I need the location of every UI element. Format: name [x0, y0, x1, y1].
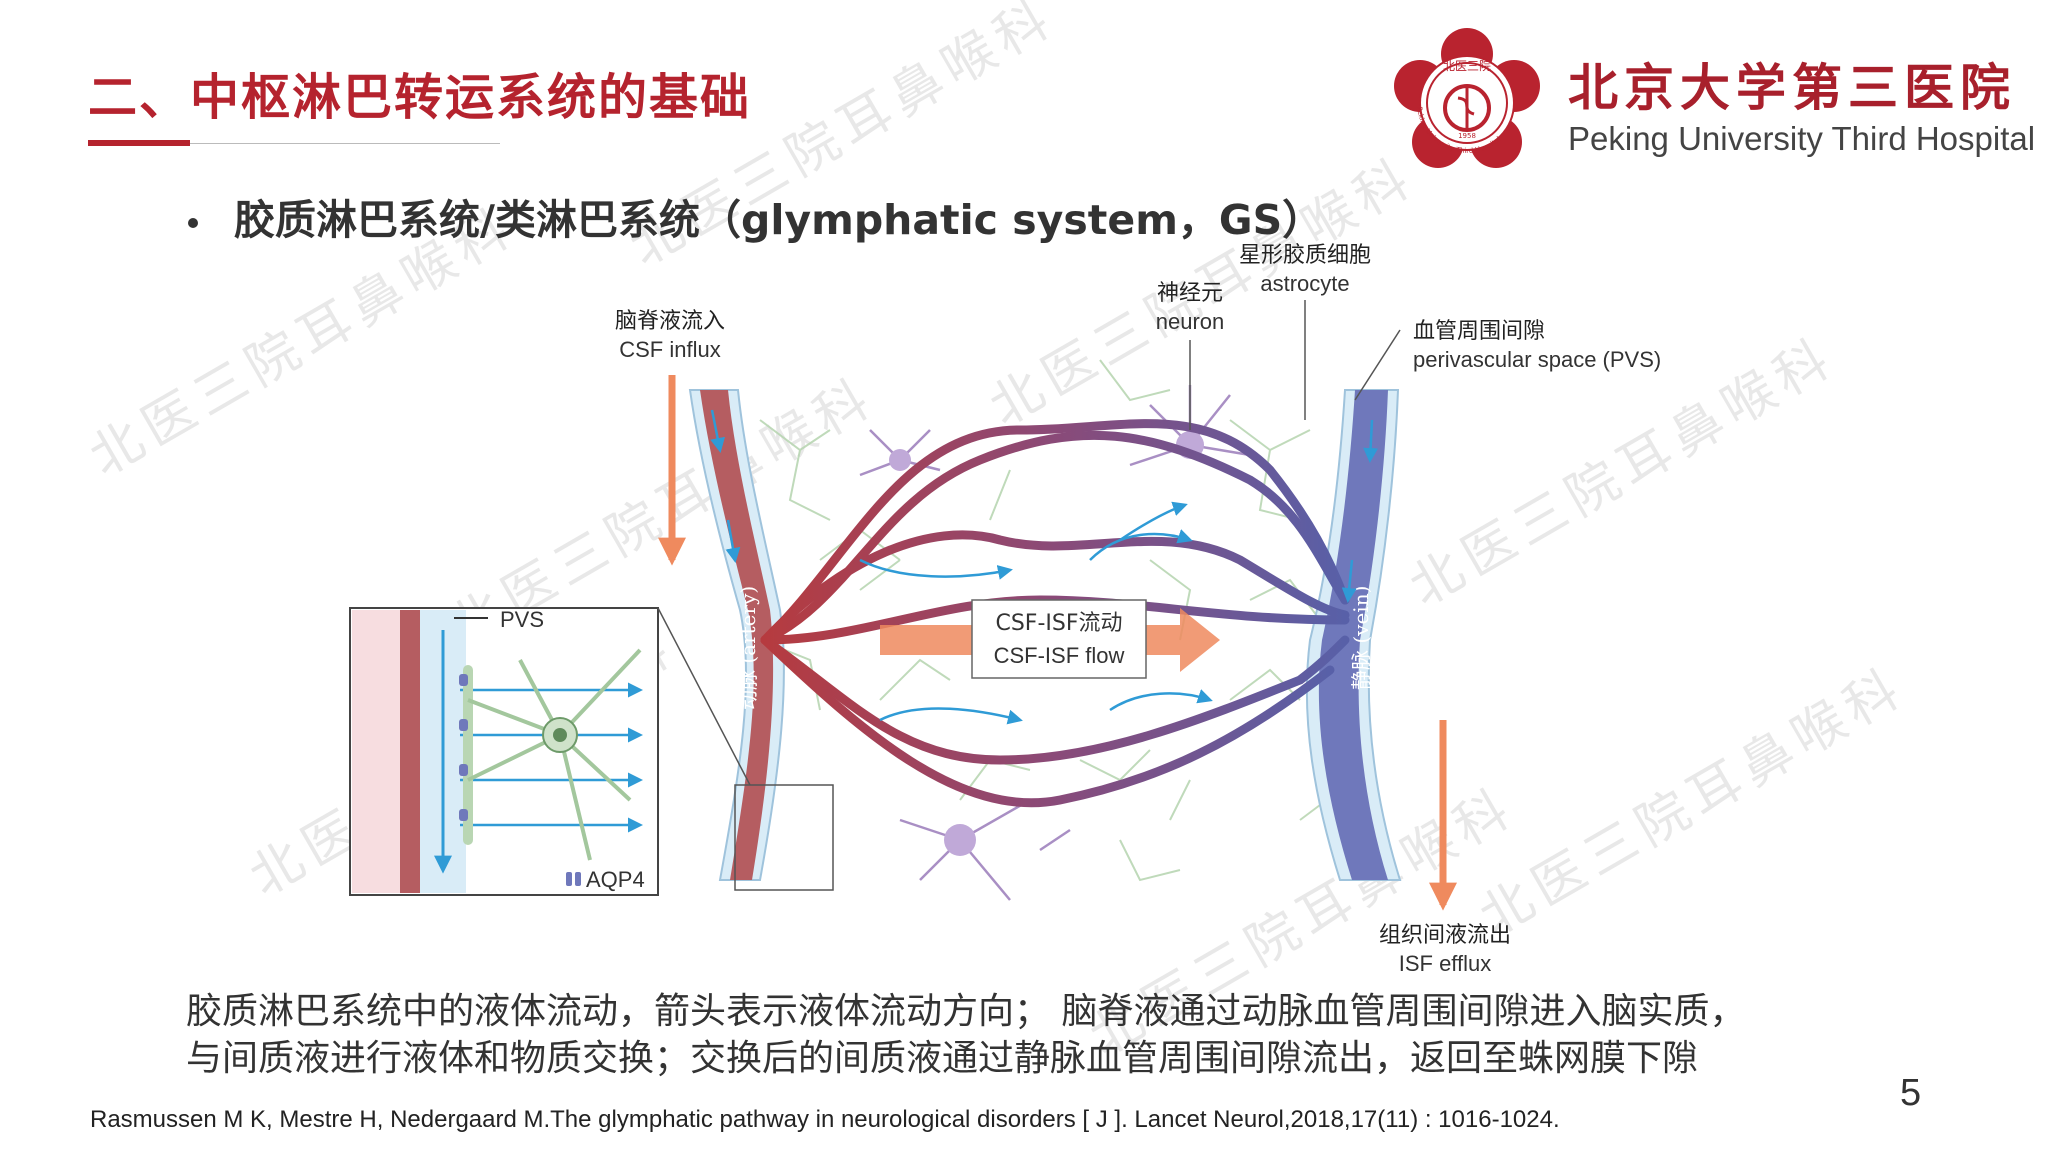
neuron-cn: 神经元 [1156, 281, 1223, 306]
neuron-en: neuron [1155, 308, 1225, 334]
title-underline [88, 140, 190, 146]
inset-astrocyte [467, 648, 642, 861]
title-divider [190, 143, 500, 144]
label-astrocyte: 星形胶质细胞 astrocyte [1225, 242, 1385, 297]
logo-year: 1958 [1458, 132, 1476, 140]
artery [700, 390, 774, 880]
label-neuron: 神经元 neuron [1130, 280, 1250, 335]
figure-caption: 胶质淋巴系统中的液体流动，箭头表示液体流动方向； 脑脊液通过动脉血管周围间隙进入… [186, 988, 1745, 1082]
astrocyte-en: astrocyte [1260, 270, 1350, 296]
flow-label-cn: CSF-ISF流动 [995, 611, 1122, 636]
inset-vessel [400, 610, 420, 893]
label-pvs: 血管周围间隙 perivascular space (PVS) [1413, 318, 1713, 373]
bullet-dot [188, 218, 198, 228]
artery-label: 动脉 (artery) [736, 586, 760, 710]
astrocyte-cn: 星形胶质细胞 [1238, 243, 1371, 268]
neuron-body [889, 449, 911, 471]
caption-line-1: 胶质淋巴系统中的液体流动，箭头表示液体流动方向； 脑脊液通过动脉血管周围间隙进入… [186, 991, 1746, 1032]
neuron-body [944, 824, 976, 856]
label-isf-efflux: 组织间液流出 ISF efflux [1360, 922, 1530, 977]
bullet-item: 胶质淋巴系统/类淋巴系统（glymphatic system，GS） [188, 186, 1323, 246]
reference-citation: Rasmussen M K, Mestre H, Nedergaard M.Th… [90, 1106, 1560, 1133]
aqp4-legend-icon [566, 872, 572, 886]
flow-label-box [971, 599, 1147, 679]
hospital-name-cn: 北京大学第三医院 [1568, 58, 2016, 117]
label-csf-influx: 脑脊液流入 CSF influx [590, 308, 750, 363]
inset-connector [657, 607, 751, 786]
isf-efflux-cn: 组织间液流出 [1378, 923, 1511, 948]
pvs-cn: 血管周围间隙 [1413, 319, 1546, 344]
csf-influx-cn: 脑脊液流入 [614, 309, 725, 334]
caption-line-2: 与间质液进行液体和物质交换；交换后的间质液通过静脉血管周围间隙流出，返回至蛛网膜… [186, 1038, 1699, 1079]
isf-efflux-en: ISF efflux [1398, 950, 1492, 976]
aqp4-channels [459, 674, 468, 821]
vein [1318, 390, 1388, 880]
slide-title: 二、中枢淋巴转运系统的基础 [88, 69, 752, 126]
pvs-leader [1354, 329, 1401, 401]
logo-top-text: 北医三院 [1443, 59, 1491, 73]
vein-label: 静脉 (vein) [1349, 586, 1373, 690]
csf-influx-en: CSF influx [619, 336, 721, 362]
csf-flow-arrows [710, 409, 1379, 725]
hospital-logo: Peking University Third Hospital 北医三院 19… [1394, 28, 1540, 168]
inset-pvs-label: PVS [500, 607, 544, 632]
pvs-en: perivascular space (PVS) [1413, 346, 1662, 372]
flow-label-en: CSF-ISF flow [994, 643, 1125, 668]
page-number: 5 [1900, 1072, 1922, 1114]
hospital-name-en: Peking University Third Hospital [1568, 120, 2036, 157]
inset-aqp4-label: AQP4 [586, 867, 645, 892]
inset-vessel-wall [352, 610, 400, 893]
astrocyte-network [759, 359, 1341, 882]
inset-source-box [734, 784, 834, 891]
bullet-text: 胶质淋巴系统/类淋巴系统（glymphatic system，GS） [234, 196, 1324, 244]
